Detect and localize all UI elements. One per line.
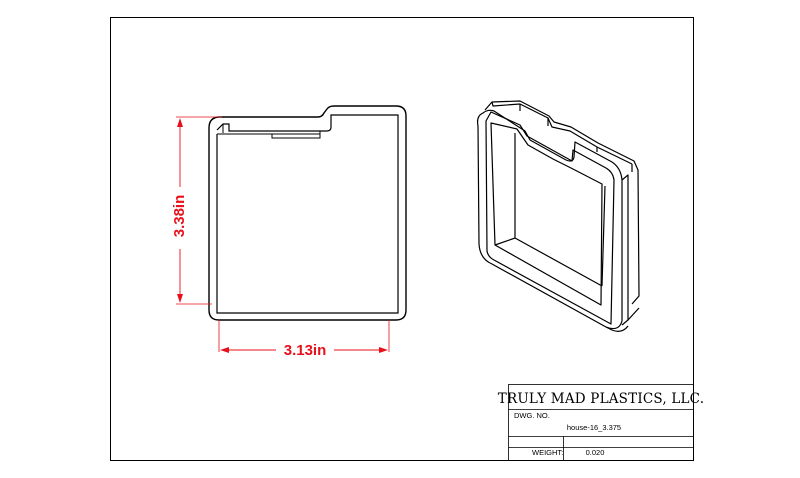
weight-label: WEIGHT: (532, 448, 563, 457)
dwg-no-label: DWG. NO. (514, 411, 550, 420)
width-dimension-label: 3.13in (284, 342, 327, 359)
drawing-border (110, 17, 694, 461)
front-view-outer-outline (208, 105, 407, 321)
title-block (508, 384, 694, 461)
height-dimension (176, 116, 222, 305)
dwg-no-value: house-16_3.375 (567, 423, 621, 432)
height-dimension-label: 3.38in (171, 195, 188, 238)
width-dimension (218, 320, 390, 353)
company-name: TRULY MAD PLASTICS, LLC. (498, 391, 704, 407)
front-view-inner-outline (216, 114, 399, 314)
isometric-view (476, 100, 640, 332)
weight-value: 0.020 (586, 448, 605, 457)
front-view-ledge-detail (217, 124, 321, 139)
